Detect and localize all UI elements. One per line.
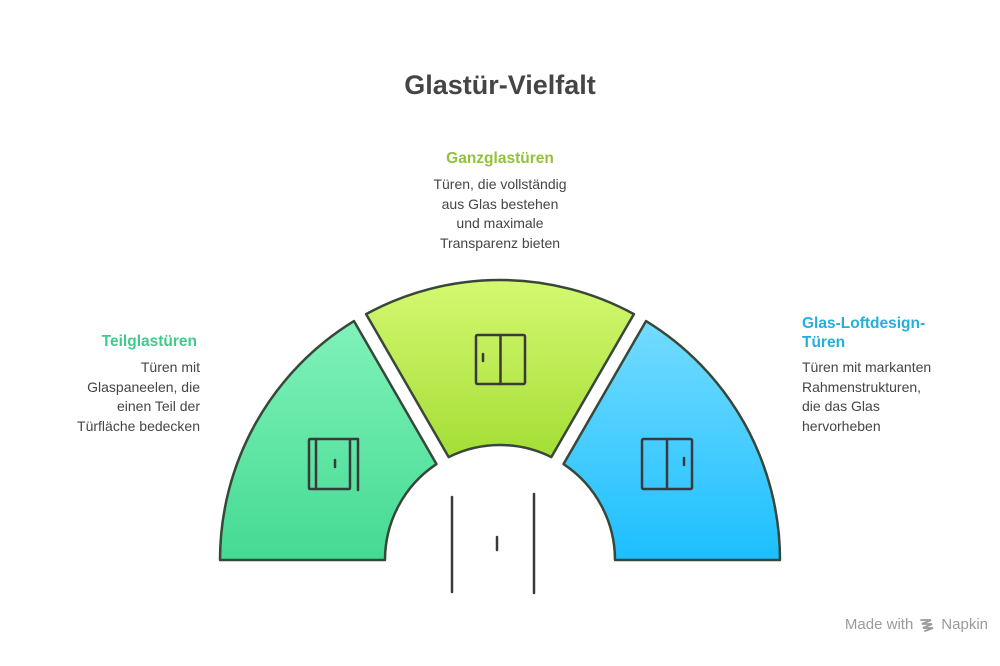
napkin-brand-label: Napkin bbox=[941, 616, 988, 633]
napkin-watermark: Made with Napkin bbox=[845, 616, 988, 633]
segment-right bbox=[562, 319, 782, 562]
description-line: aus Glas bestehen bbox=[441, 195, 559, 212]
segment-left bbox=[218, 319, 438, 562]
description-line: Türen mit bbox=[140, 359, 200, 375]
made-with-label: Made with bbox=[844, 616, 914, 633]
description-line: hervorheben bbox=[802, 417, 881, 434]
napkin-logo-icon bbox=[920, 618, 934, 632]
sliding-glass-door-icon bbox=[450, 492, 536, 595]
sliding-door-panel-icon bbox=[307, 437, 360, 492]
right-heading: Glas-Loftdesign- Türen bbox=[802, 314, 992, 352]
center-description: Türen, die vollständig aus Glas bestehen… bbox=[350, 175, 650, 253]
diagram-title: Glastür-Vielfalt bbox=[404, 70, 596, 100]
sliding-double-door-icon bbox=[474, 333, 527, 386]
right-description: Türen mit markanten Rahmenstrukturen, di… bbox=[802, 358, 992, 436]
left-heading: Teilglastüren bbox=[101, 333, 197, 350]
description-line: einen Teil der bbox=[116, 398, 200, 414]
description-line: Türen, die vollständig bbox=[433, 176, 567, 192]
description-line: und maximale bbox=[456, 215, 544, 231]
left-description: Türen mit Glaspaneelen, die einen Teil d… bbox=[20, 358, 200, 436]
loft-double-door-icon bbox=[640, 437, 694, 491]
description-line: Türen mit markanten bbox=[802, 359, 932, 375]
description-line: Türfläche bedecken bbox=[77, 417, 200, 434]
description-line: Glaspaneelen, die bbox=[87, 378, 200, 395]
description-line: Rahmenstrukturen, bbox=[802, 378, 922, 395]
center-heading: Ganzglastüren bbox=[446, 150, 554, 167]
heading-line: Glas-Loftdesign- bbox=[802, 315, 926, 332]
description-line: Transparenz bieten bbox=[439, 234, 561, 251]
heading-line: Türen bbox=[802, 334, 846, 351]
description-line: die das Glas bbox=[802, 398, 880, 414]
